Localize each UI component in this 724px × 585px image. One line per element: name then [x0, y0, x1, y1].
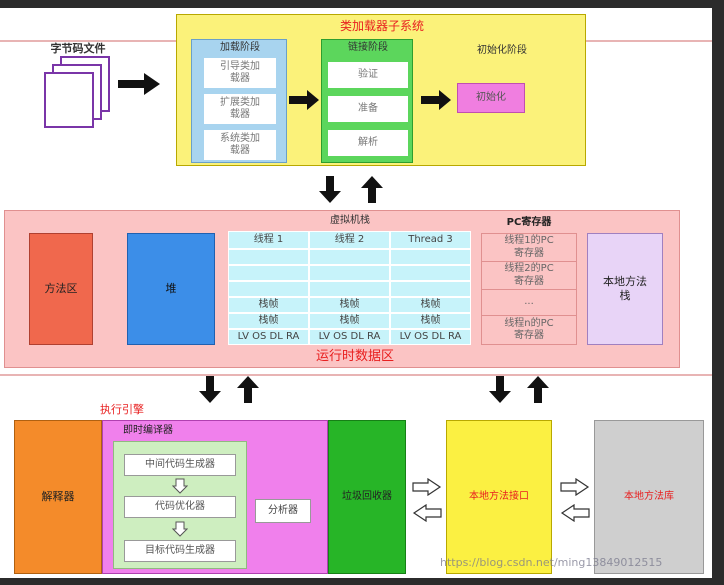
- analyzer: 分析器: [255, 499, 311, 523]
- init-step: 初始化: [457, 83, 525, 113]
- frame-bottom: [0, 578, 724, 585]
- target-code-generator: 目标代码生成器: [124, 540, 236, 562]
- arrow-down-to-runtime: [319, 176, 341, 203]
- loading-phase: 加载阶段 引导类加载器 扩展类加载器 系统类加载器: [191, 39, 287, 163]
- system-loader: 系统类加载器: [204, 130, 276, 160]
- runtime-title: 运行时数据区: [315, 348, 394, 364]
- arrow-up-from-native-interface: [527, 376, 549, 403]
- frame-contents: LV OS DL RA: [390, 329, 471, 345]
- stack-frame: 栈帧: [228, 297, 309, 313]
- classloader-subsystem: 类加载器子系统 加载阶段 引导类加载器 扩展类加载器 系统类加载器 链接阶段 验…: [176, 14, 586, 166]
- arrow-up-to-runtime: [237, 376, 259, 403]
- guide-line: [586, 40, 712, 42]
- native-method-library: 本地方法库: [594, 420, 704, 574]
- classloader-title: 类加载器子系统: [339, 19, 424, 33]
- method-area: 方法区: [29, 233, 93, 345]
- init-phase-title: 初始化阶段: [477, 45, 527, 56]
- pc-register-title: PC寄存器: [506, 217, 552, 228]
- stack-cell: [390, 265, 471, 281]
- runtime-data-area: 方法区 堆 虚拟机栈 线程 1 线程 2 Thread 3 栈帧 栈帧 栈帧 栈…: [4, 210, 680, 368]
- jit-compiler: 即时编译器 中间代码生成器 代码优化器 目标代码生成器 分析器: [102, 420, 328, 574]
- frame-top: [0, 0, 724, 8]
- stack-cell: [309, 281, 390, 297]
- intermediate-code-generator: 中间代码生成器: [124, 454, 236, 476]
- guide-line: [0, 374, 712, 376]
- watermark: https://blog.csdn.net/ming13849012515: [440, 556, 663, 569]
- stack-frame: 栈帧: [390, 297, 471, 313]
- native-method-interface: 本地方法接口: [446, 420, 552, 574]
- interpreter: 解释器: [14, 420, 102, 574]
- stack-cell: [228, 265, 309, 281]
- frame-right: [712, 0, 724, 585]
- stack-frame: 栈帧: [309, 313, 390, 329]
- stack-cell: [390, 281, 471, 297]
- thread-header: 线程 2: [309, 231, 390, 249]
- linking-phase: 链接阶段 验证 准备 解析: [321, 39, 413, 163]
- loading-phase-title: 加载阶段: [220, 42, 260, 53]
- verify-step: 验证: [328, 62, 408, 88]
- arrow-interface-to-library: [560, 478, 590, 496]
- arrow-linking-to-init: [421, 90, 451, 110]
- stack-cell: [309, 249, 390, 265]
- stack-frame: 栈帧: [228, 313, 309, 329]
- linking-phase-title: 链接阶段: [348, 42, 388, 53]
- extension-loader: 扩展类加载器: [204, 94, 276, 124]
- resolve-step: 解析: [328, 130, 408, 156]
- thread-header: 线程 1: [228, 231, 309, 249]
- file-icon: [44, 72, 94, 128]
- guide-line: [0, 40, 176, 42]
- arrow-bytecode-to-loader: [118, 73, 160, 95]
- stack-cell: [390, 249, 471, 265]
- stack-cell: [309, 265, 390, 281]
- jit-title: 即时编译器: [123, 425, 173, 436]
- arrow-step1-to-step2: [172, 478, 188, 494]
- vm-stack: 线程 1 线程 2 Thread 3 栈帧 栈帧 栈帧 栈帧 栈帧 栈帧 LV …: [228, 231, 471, 345]
- heap: 堆: [127, 233, 215, 345]
- pc-register-ellipsis: ...: [482, 290, 576, 316]
- pc-register-thread2: 线程2的PC寄存器: [482, 262, 576, 290]
- frame-contents: LV OS DL RA: [228, 329, 309, 345]
- thread-header: Thread 3: [390, 231, 471, 249]
- arrow-interface-to-gc: [412, 504, 442, 522]
- code-optimizer: 代码优化器: [124, 496, 236, 518]
- pc-register-threadn: 线程n的PC寄存器: [504, 317, 554, 342]
- native-method-stack: 本地方法栈: [587, 233, 663, 345]
- pc-register-thread1: 线程1的PC寄存器: [482, 234, 576, 262]
- vm-stack-title: 虚拟机栈: [330, 215, 370, 226]
- bytecode-files: 字节码文件: [38, 40, 118, 135]
- engine-title: 执行引擎: [100, 403, 144, 417]
- stack-frame: 栈帧: [309, 297, 390, 313]
- prepare-step: 准备: [328, 96, 408, 122]
- stack-cell: [228, 281, 309, 297]
- frame-contents: LV OS DL RA: [309, 329, 390, 345]
- arrow-down-to-native-interface: [489, 376, 511, 403]
- arrow-loading-to-linking: [289, 90, 319, 110]
- arrow-gc-to-interface: [412, 478, 442, 496]
- stack-cell: [228, 249, 309, 265]
- arrow-library-to-interface: [560, 504, 590, 522]
- bytecode-label: 字节码文件: [50, 42, 106, 55]
- jit-pipeline: 中间代码生成器 代码优化器 目标代码生成器: [113, 441, 247, 569]
- garbage-collector: 垃圾回收器: [328, 420, 406, 574]
- arrow-step2-to-step3: [172, 521, 188, 537]
- stack-frame: 栈帧: [390, 313, 471, 329]
- pc-register: 线程1的PC寄存器 线程2的PC寄存器 ... 线程n的PC寄存器: [481, 233, 577, 345]
- bootstrap-loader: 引导类加载器: [204, 58, 276, 88]
- arrow-up-to-classloader: [361, 176, 383, 203]
- arrow-down-to-engine: [199, 376, 221, 403]
